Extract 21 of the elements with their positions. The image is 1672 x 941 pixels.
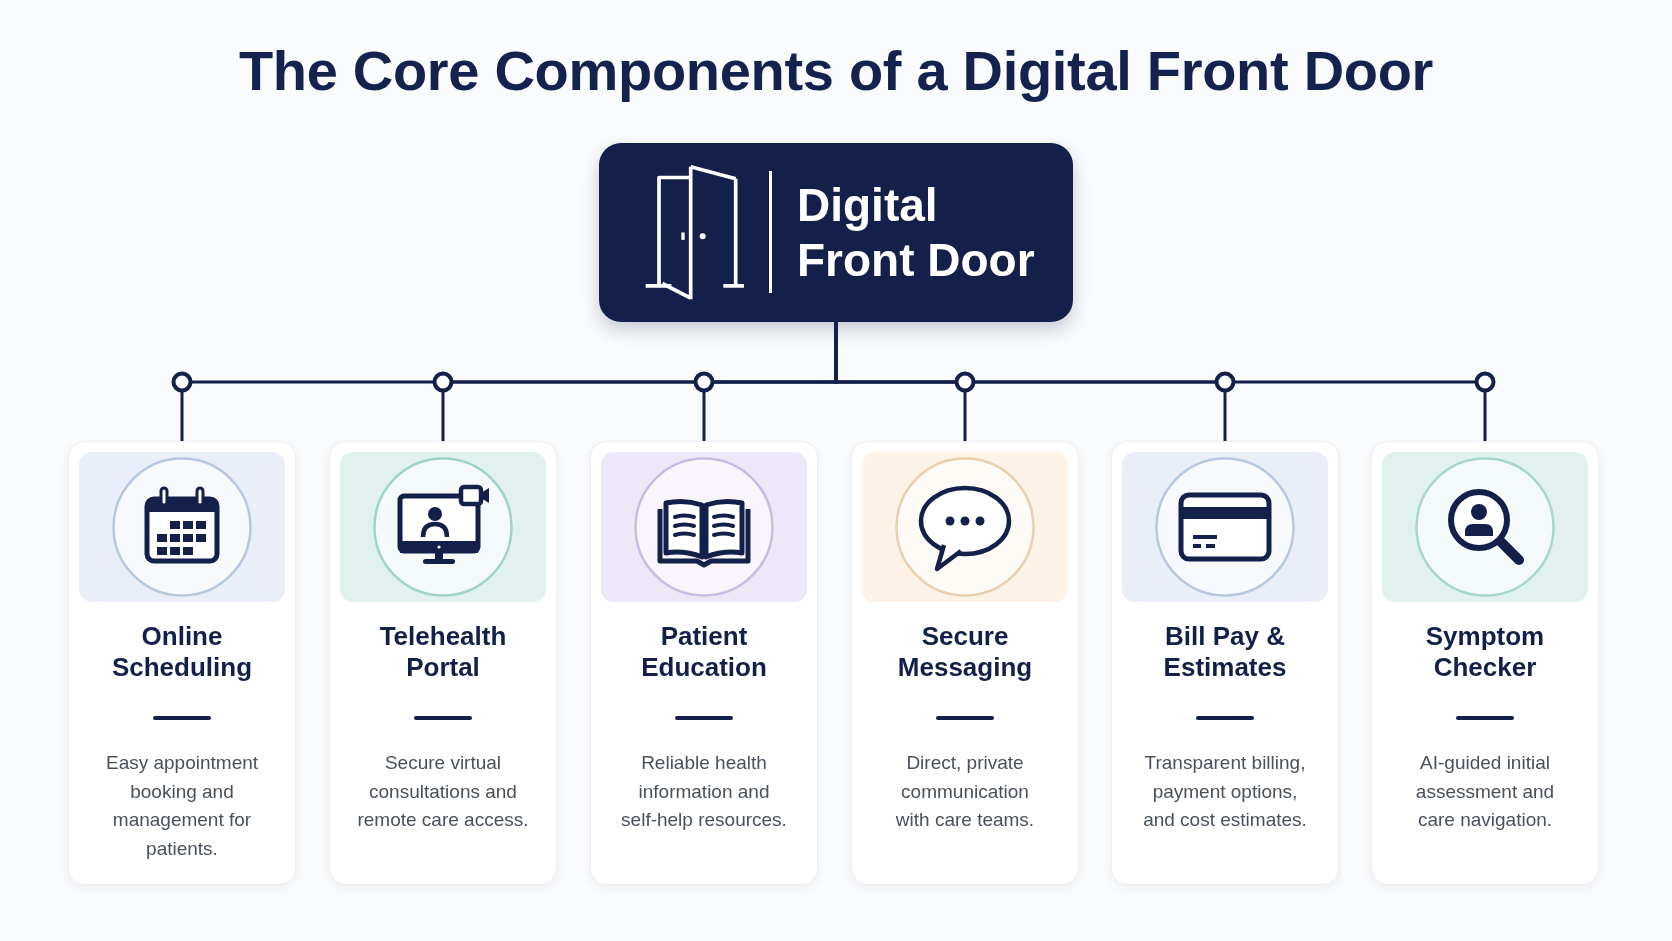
component-card — [329, 441, 557, 885]
card-description: Reliable health information and self-help resources. — [620, 751, 788, 833]
component-card — [590, 441, 818, 885]
card-title: Bill Pay & Estimates — [1162, 621, 1288, 683]
card-description: Secure virtual consultations and remote care access. — [356, 751, 530, 833]
card-title: Telehealth Portal — [378, 621, 508, 683]
component-card — [1371, 441, 1599, 885]
card-title: Patient Education — [640, 621, 768, 683]
component-card — [1111, 441, 1339, 885]
card-description: AI-guided initial assessment and care navigation. — [1414, 751, 1556, 833]
hub-box — [599, 143, 1073, 322]
card-title: Online Scheduling — [110, 621, 254, 683]
card-title: Symptom Checker — [1424, 621, 1546, 683]
component-card — [68, 441, 296, 885]
card-title: Secure Messaging — [896, 621, 1034, 683]
card-description: Direct, private communication with care teams. — [894, 751, 1036, 833]
page-title: The Core Components of a Digital Front Door — [237, 38, 1435, 104]
component-card — [851, 441, 1079, 885]
hub-title: Digital Front Door — [797, 178, 1036, 288]
card-description: Easy appointment booking and management for patients. — [104, 751, 260, 861]
card-description: Transparent billing, payment options, and cost estimates. — [1142, 751, 1308, 833]
